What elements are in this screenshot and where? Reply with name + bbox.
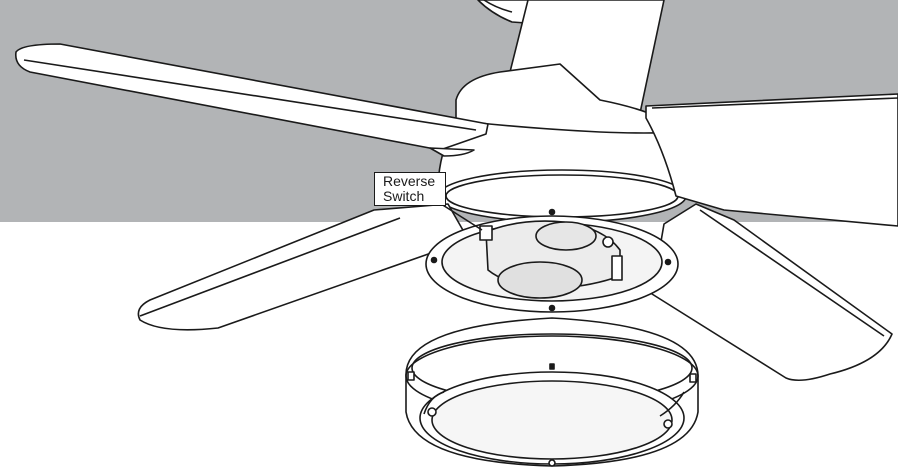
reverse-switch-callout: Reverse Switch — [374, 172, 446, 206]
callout-leader — [437, 201, 483, 231]
blade-right-bottom — [651, 203, 893, 382]
callout-line-1: Reverse — [383, 173, 436, 189]
light-kit — [405, 317, 699, 467]
blade-right — [645, 93, 898, 227]
callout-line-2: Switch — [383, 188, 425, 204]
blade-left-top — [14, 43, 489, 157]
blade-left-bottom — [137, 203, 465, 331]
reverse-switch — [479, 225, 623, 281]
mounting-ring — [425, 208, 679, 313]
